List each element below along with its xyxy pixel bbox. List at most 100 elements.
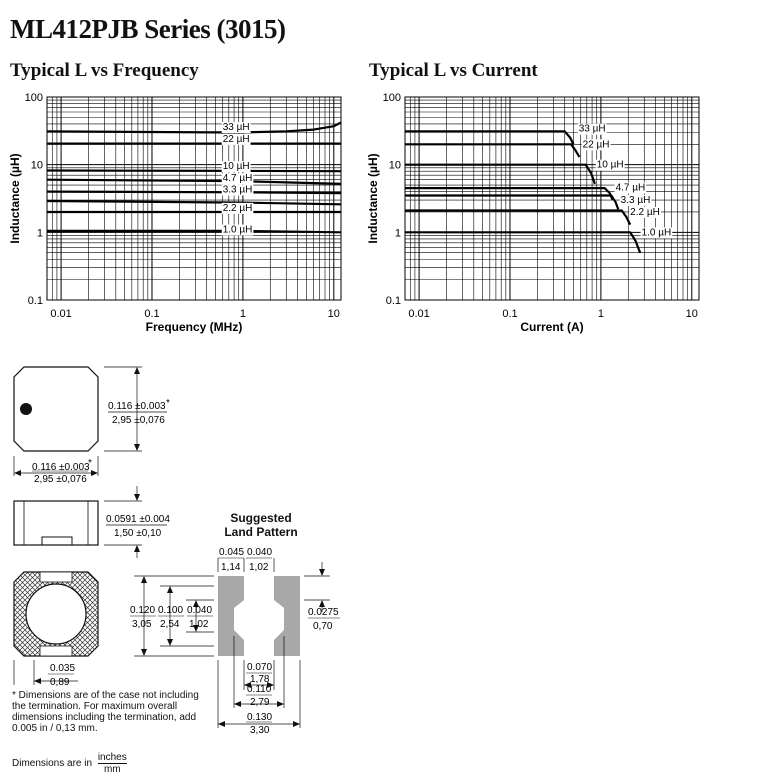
- lp-h2-mm: 2,54: [160, 619, 180, 630]
- chart0-curve-label: 4.7 µH: [223, 173, 253, 184]
- top-view-body: [13, 366, 99, 452]
- chart0-x-tick-label: 10: [328, 308, 340, 320]
- chart1-y-tick-label: 100: [383, 92, 401, 104]
- chart1-plot-frame: [404, 96, 700, 301]
- chart1-curve-label-bg: [581, 139, 611, 151]
- units-denominator: mm: [103, 764, 121, 775]
- chart1-y-tick-label: 10: [389, 160, 401, 172]
- chart1-y-axis-label: Inductance (µH): [366, 153, 380, 243]
- chart1-curve-label-bg: [577, 123, 607, 135]
- top-height-asterisk: *: [166, 398, 170, 409]
- lp-h1-mm: 3,05: [132, 619, 152, 630]
- chart1-curve-label-bg: [595, 159, 625, 171]
- chart1-series-line: [405, 163, 596, 185]
- chart1-y-tick-label: 1: [395, 227, 401, 239]
- side-height-in: 0.0591 ±0.004: [106, 514, 170, 525]
- chart0-y-tick-label: 0.1: [28, 295, 43, 307]
- chart0-series-line: [46, 121, 342, 134]
- chart0-y-tick-label: 1: [37, 227, 43, 239]
- lp-h2-in: 0.100: [158, 605, 183, 616]
- chart0-curve-label: 22 µH: [223, 134, 250, 145]
- chart1-curve-label-bg: [629, 206, 661, 218]
- chart0-curve-label-bg: [221, 184, 254, 196]
- land-pad-right: [274, 576, 300, 656]
- lp-notch-in: 0.0275: [308, 607, 339, 618]
- chart1-x-tick-label: 1: [598, 308, 604, 320]
- chart0-x-tick-label: 0.01: [50, 308, 71, 320]
- chart1-curve-label: 2.2 µH: [630, 207, 660, 218]
- chart1-series-line: [405, 143, 581, 158]
- bottom-term-mm: 0,89: [50, 677, 70, 688]
- lp-b-mm: 1,02: [249, 562, 269, 573]
- chart-title-frequency: Typical L vs Frequency: [10, 60, 199, 81]
- chart0-curve-label: 1.0 µH: [223, 225, 253, 236]
- lp-w3-in: 0.130: [247, 712, 272, 723]
- lp-h1-in: 0.120: [130, 605, 155, 616]
- chart0-y-tick-label: 100: [25, 92, 43, 104]
- side-view-body: [13, 500, 99, 546]
- chart1-curve-label: 4.7 µH: [616, 182, 646, 193]
- chart-title-current: Typical L vs Current: [369, 60, 538, 81]
- chart0-series-line: [46, 199, 342, 206]
- chart0-x-tick-label: 0.1: [144, 308, 159, 320]
- chart0-curve-label: 3.3 µH: [223, 184, 253, 195]
- chart0-curve-label: 33 µH: [223, 122, 250, 133]
- chart0-curve-label-bg: [221, 173, 254, 185]
- chart1-curve-label: 1.0 µH: [642, 227, 672, 238]
- chart0-curve-label-bg: [221, 122, 251, 134]
- chart1-x-tick-label: 10: [686, 308, 698, 320]
- chart0-curve-label-bg: [221, 133, 251, 145]
- chart0-plot-frame: [46, 96, 342, 301]
- dimension-note: * Dimensions are of the case not includi…: [12, 690, 199, 734]
- chart1-series-line: [405, 194, 620, 210]
- chart1-y-tick-label: 0.1: [386, 295, 401, 307]
- lp-w2-in: 0.110: [247, 684, 272, 695]
- land-pattern-title: Suggested Land Pattern: [216, 511, 306, 539]
- chart1-curve-label: 3.3 µH: [621, 195, 651, 206]
- chart1-curve-label-bg: [640, 227, 673, 239]
- lp-w1-in: 0.070: [247, 662, 272, 673]
- chart0-y-axis-label: Inductance (µH): [8, 153, 22, 243]
- chart0-curve-label: 2.2 µH: [223, 203, 253, 214]
- chart0-x-tick-label: 1: [240, 308, 246, 320]
- land-pad-left: [218, 576, 244, 656]
- lp-h3-in: 0.040: [187, 605, 212, 616]
- chart1-x-tick-label: 0.1: [502, 308, 517, 320]
- chart0-curve-label-bg: [221, 161, 251, 173]
- pin1-marker: [20, 403, 32, 415]
- chart1-curve-label: 33 µH: [579, 124, 606, 135]
- units-numerator: inches: [97, 752, 127, 764]
- lp-a-mm: 1,14: [221, 562, 241, 573]
- land-pattern-title-line1: Suggested: [230, 511, 292, 525]
- bottom-term-in: 0.035: [50, 663, 75, 674]
- bottom-view: [13, 571, 99, 657]
- chart1-series-line: [405, 209, 632, 226]
- chart1-curve-label-bg: [619, 195, 652, 207]
- lp-w3-mm: 3,30: [250, 725, 270, 736]
- chart1-series-line: [405, 231, 642, 254]
- page-title: ML412PJB Series (3015): [10, 14, 286, 44]
- chart0-y-tick-label: 10: [31, 160, 43, 172]
- top-height-mm: 2,95 ±0,076: [112, 415, 165, 426]
- land-pattern-title-line2: Land Pattern: [224, 525, 298, 539]
- lp-w1-mm: 1,78: [250, 674, 270, 685]
- chart1-series-line: [405, 130, 575, 145]
- lp-a-in: 0.045: [219, 547, 244, 558]
- lp-w2-mm: 2,79: [250, 697, 270, 708]
- top-width-asterisk: *: [88, 458, 92, 469]
- top-width-mm: 2,95 ±0,076: [34, 474, 87, 485]
- side-height-mm: 1,50 ±0,10: [114, 528, 162, 539]
- units-fraction: inches mm: [97, 752, 127, 775]
- top-height-in: 0.116 ±0.003: [108, 401, 166, 412]
- chart1-x-axis-label: Current (A): [520, 320, 583, 334]
- top-width-in: 0.116 ±0.003: [32, 462, 90, 473]
- lp-h3-mm: 1,02: [189, 619, 209, 630]
- lp-b-in: 0.040: [247, 547, 272, 558]
- chart1-x-tick-label: 0.01: [408, 308, 429, 320]
- lp-notch-mm: 0,70: [313, 621, 333, 632]
- chart1-curve-label: 22 µH: [583, 139, 610, 150]
- chart0-curve-label: 10 µH: [223, 161, 250, 172]
- chart1-curve-label: 10 µH: [597, 160, 624, 171]
